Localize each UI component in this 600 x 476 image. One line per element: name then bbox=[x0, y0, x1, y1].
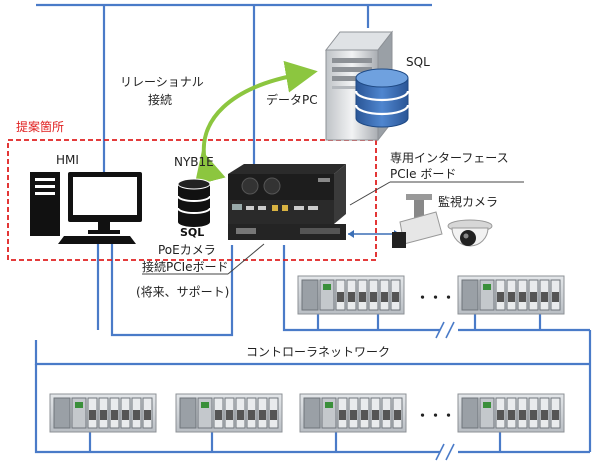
data-pc-database-icon bbox=[354, 68, 410, 128]
poe-label-line2: 接続PCIeボード bbox=[142, 259, 229, 274]
network-lines bbox=[34, 3, 592, 454]
lower-break-mark bbox=[435, 443, 455, 461]
plc-rack-icon bbox=[175, 393, 283, 433]
network-break-marks bbox=[435, 321, 455, 461]
hmi-tower-icon bbox=[30, 172, 60, 236]
box-camera-icon bbox=[392, 194, 443, 248]
hmi-keyboard-icon bbox=[58, 236, 136, 244]
camera-label: 監視カメラ bbox=[438, 194, 498, 209]
lower-ellipsis: ・・・ bbox=[416, 409, 455, 424]
hmi-computer bbox=[30, 172, 142, 244]
hmi-label: HMI bbox=[56, 153, 79, 167]
plc-rack-icon bbox=[457, 275, 565, 315]
lower-rack-line bbox=[34, 364, 440, 454]
dedicated-interface-leader-line bbox=[349, 181, 391, 206]
dedicated-interface-label-line1: 専用インターフェース bbox=[390, 151, 509, 165]
small-sql-label: SQL bbox=[180, 226, 204, 239]
plc-rack-icon bbox=[457, 393, 565, 433]
poe-label-line1: PoEカメラ bbox=[158, 243, 216, 257]
dome-camera-icon bbox=[447, 219, 493, 247]
plc-rack-icon bbox=[299, 393, 407, 433]
plc-rack-icon bbox=[49, 393, 157, 433]
small-database-icon bbox=[177, 178, 211, 227]
nyb-upper-rack-line bbox=[282, 245, 440, 332]
relational-connection-arrow bbox=[194, 60, 318, 186]
controller-racks bbox=[49, 275, 565, 433]
data-pc-label: データPC bbox=[266, 92, 318, 107]
dedicated-interface-label-line2: PCIe ボード bbox=[390, 167, 456, 181]
relational-label-line2: 接続 bbox=[148, 92, 172, 107]
proposal-label: 提案箇所 bbox=[16, 119, 64, 134]
poe-label-line3: (将来、サポート) bbox=[136, 285, 229, 299]
relational-label-line1: リレーショナル bbox=[120, 75, 204, 89]
proposal-area-box bbox=[7, 139, 377, 261]
upper-break-mark bbox=[435, 321, 455, 339]
hmi-nyb-link bbox=[110, 242, 234, 337]
plc-rack-icon bbox=[297, 275, 405, 315]
nyb-label: NYB1E bbox=[174, 155, 214, 169]
controller-network-label: コントローラネットワーク bbox=[246, 345, 390, 359]
nyb1e-industrial-pc bbox=[228, 164, 346, 240]
poe-leader-line bbox=[227, 243, 265, 275]
upper-ellipsis: ・・・ bbox=[416, 291, 455, 306]
sql-server-label: SQL bbox=[406, 55, 430, 69]
